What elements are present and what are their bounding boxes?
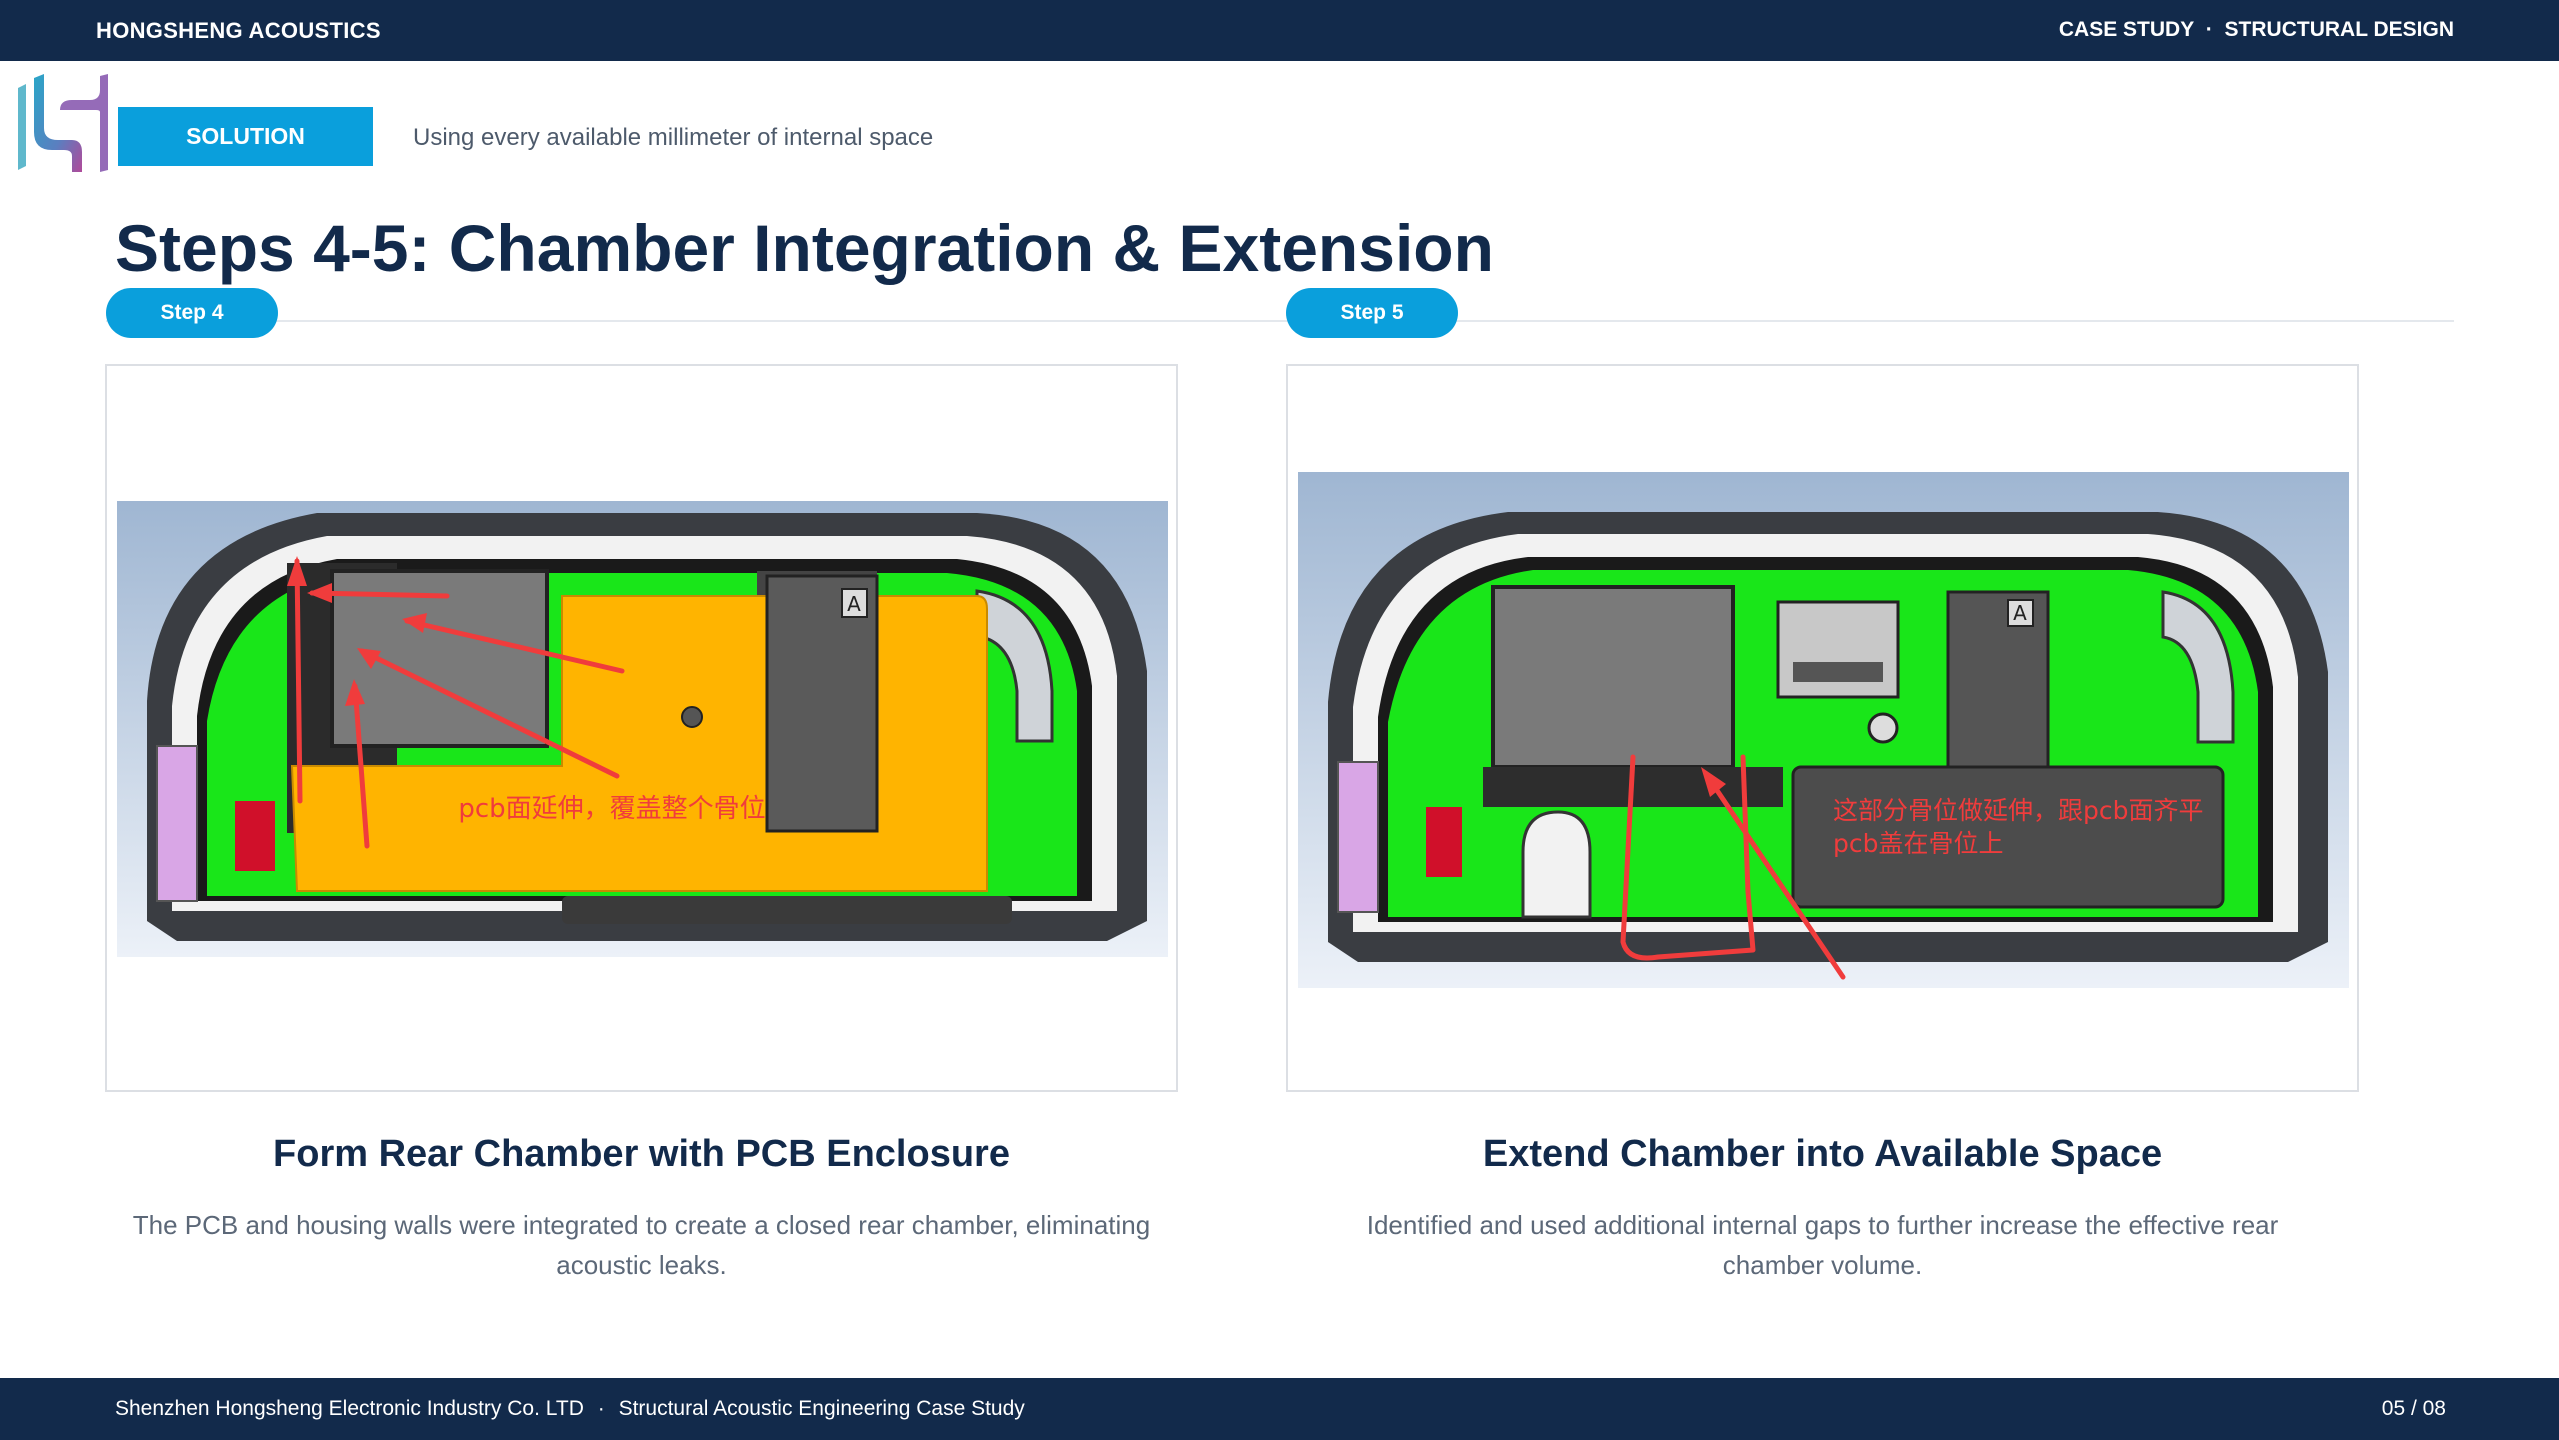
- step-5-image-frame: A 这部分骨位做延伸，跟pcb面齐平 pcb盖在骨位上: [1286, 364, 2359, 1092]
- page-title: Steps 4-5: Chamber Integration & Extensi…: [115, 211, 1494, 285]
- header-section-structural: STRUCTURAL DESIGN: [2224, 18, 2454, 41]
- footer-separator: ·: [597, 1397, 605, 1420]
- step-4-cad-render: A pcb面延伸，覆盖整个骨位: [117, 501, 1168, 957]
- footer-document: Structural Acoustic Engineering Case Stu…: [618, 1397, 1025, 1420]
- section-subtitle: Using every available millimeter of inte…: [413, 124, 934, 151]
- step-5-description: Identified and used additional internal …: [1286, 1205, 2359, 1285]
- step-4-desc-line2: acoustic leaks.: [556, 1250, 727, 1280]
- step-5-desc-line1: Identified and used additional internal …: [1366, 1210, 2279, 1240]
- step-5-cad-render: A 这部分骨位做延伸，跟pcb面齐平 pcb盖在骨位上: [1298, 472, 2349, 988]
- step-4-desc-line1: The PCB and housing walls were integrate…: [132, 1210, 1151, 1240]
- company-logo-icon: [12, 70, 112, 176]
- header-separator: ·: [2205, 18, 2213, 41]
- header-section-label: CASE STUDY · STRUCTURAL DESIGN: [2059, 18, 2454, 42]
- step-5-badge: Step 5: [1286, 288, 1458, 338]
- step-4-image-frame: A pcb面延伸，覆盖整个骨位: [105, 364, 1178, 1092]
- page-number: 05 / 08: [2381, 1397, 2446, 1420]
- step-5-desc-line2: chamber volume.: [1722, 1250, 1923, 1280]
- step-4-title: Form Rear Chamber with PCB Enclosure: [273, 1133, 1010, 1175]
- footer-company: Shenzhen Hongsheng Electronic Industry C…: [115, 1397, 584, 1420]
- step-5-annotation-line2: pcb盖在骨位上: [1833, 829, 2003, 858]
- title-divider: [106, 320, 2454, 322]
- svg-text:A: A: [847, 592, 861, 616]
- svg-text:A: A: [2013, 601, 2027, 625]
- step-4-annotation: pcb面延伸，覆盖整个骨位: [458, 794, 765, 824]
- step-4-badge: Step 4: [106, 288, 278, 338]
- solution-badge: SOLUTION: [118, 107, 373, 166]
- header-section-case-study: CASE STUDY: [2058, 18, 2194, 41]
- top-header-bar: HONGSHENG ACOUSTICS CASE STUDY · STRUCTU…: [0, 0, 2559, 61]
- step-5-annotation-line1: 这部分骨位做延伸，跟pcb面齐平: [1833, 796, 2204, 825]
- brand-name: HONGSHENG ACOUSTICS: [96, 18, 381, 43]
- footer-bar: Shenzhen Hongsheng Electronic Industry C…: [0, 1378, 2559, 1440]
- footer-credit: Shenzhen Hongsheng Electronic Industry C…: [115, 1397, 1025, 1421]
- step-5-title: Extend Chamber into Available Space: [1482, 1133, 2163, 1175]
- step-4-description: The PCB and housing walls were integrate…: [105, 1205, 1178, 1285]
